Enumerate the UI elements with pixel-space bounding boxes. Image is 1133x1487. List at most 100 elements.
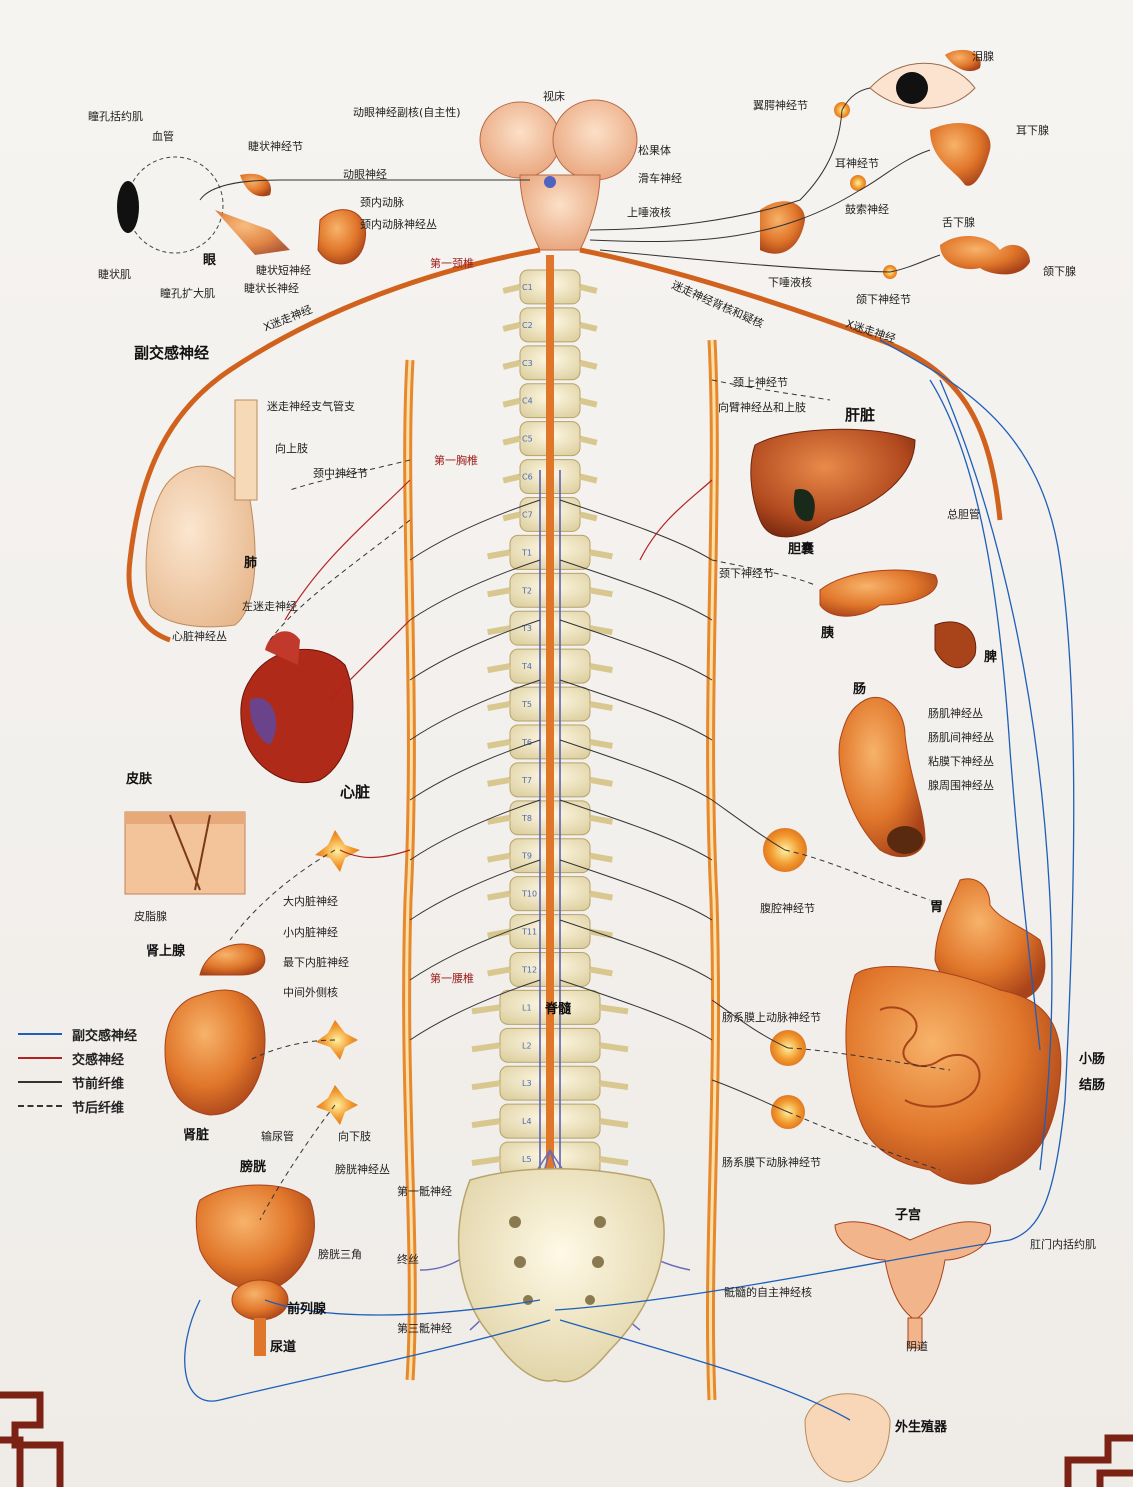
label-cardiac-plexus: 心脏神经丛 (172, 630, 227, 643)
label-short-ciliary: 睫状短神经 (256, 264, 311, 277)
parotid-gland (930, 122, 991, 186)
vertebra-label: T10 (521, 890, 537, 899)
vagus-nerve (126, 247, 1003, 643)
vertebra-label: C2 (522, 321, 533, 330)
vertebra-label: C1 (522, 283, 533, 292)
label-blood-vessel: 血管 (152, 130, 174, 143)
label-uterus: 子宫 (895, 1208, 922, 1223)
vertebra-process (487, 549, 613, 560)
label-adrenal: 肾上腺 (146, 944, 186, 959)
label-heart: 心脏 (340, 783, 371, 801)
vertebra-label: L5 (522, 1155, 532, 1164)
label-first-thoracic: 第一胸椎 (434, 454, 478, 467)
vertebra-process (487, 701, 613, 711)
vertebra-process (471, 1004, 629, 1015)
label-to-upper-limb: 向上肢 (275, 442, 308, 455)
vertebra-process (471, 1156, 629, 1167)
label-pineal: 松果体 (638, 144, 671, 157)
label-intestine: 肠 (853, 682, 867, 697)
legend-label: 交感神经 (72, 1053, 125, 1068)
vertebra-process (487, 966, 613, 977)
label-lacrimal: 泪腺 (972, 50, 994, 63)
spleen-organ (934, 621, 977, 669)
label-ciliary-ganglion: 睫状神经节 (248, 140, 303, 153)
label-spleen: 脾 (984, 650, 998, 665)
vertebra-process (502, 511, 598, 522)
vertebra-label: C7 (522, 510, 533, 519)
decorative-corner-right (1064, 1434, 1133, 1487)
vertebra-label: C6 (522, 473, 533, 482)
vertebra-label: L4 (522, 1117, 532, 1126)
vertebra-process (487, 814, 613, 825)
left-prevertebral-ganglia (315, 830, 360, 1125)
label-celiac-ganglion: 腹腔神经节 (760, 902, 815, 915)
sympathetic-trunk-right (705, 339, 721, 1401)
label-stomach: 胃 (930, 900, 944, 915)
label-gallbladder: 胆囊 (788, 542, 815, 557)
vertebra-label: L2 (522, 1041, 532, 1050)
label-to-lower-limb: 向下肢 (338, 1130, 371, 1143)
liver-organ (750, 428, 916, 538)
label-filum-terminale: 终丝 (397, 1253, 419, 1266)
vertebra-label: T2 (521, 586, 532, 595)
stomach-intestines (845, 878, 1062, 1185)
label-lesser-splanchnic: 小内脏神经 (283, 926, 338, 939)
label-superior-salivary: 上唾液核 (627, 206, 671, 219)
parasympathetic-fibers (184, 339, 1075, 1421)
label-pupil-dilator: 瞳孔扩大肌 (160, 287, 215, 300)
label-brachial: 向臂神经丛和上肢 (718, 401, 806, 414)
label-pancreas: 胰 (821, 626, 835, 641)
sacrum (457, 1168, 665, 1383)
label-submandibular: 颌下腺 (1043, 265, 1076, 278)
label-sacral-autonomic: 骶髓的自主神经核 (724, 1286, 812, 1299)
spinal-column: C1C2C3C4C5C6C7T1T2T3T4T5T6T7T8T9T10T11T1… (471, 269, 629, 1177)
right-prevertebral-ganglia (763, 828, 807, 1129)
label-pupil-sphincter: 瞳孔括约肌 (88, 110, 143, 123)
label-oculomotor-nerve: 动眼神经 (343, 168, 387, 181)
label-ureter: 输尿管 (261, 1130, 294, 1143)
label-submucosal: 粘膜下神经丛 (928, 755, 994, 768)
vertebra-process (487, 890, 613, 901)
vertebra-label: T3 (521, 624, 532, 633)
label-eye: 眼 (203, 253, 217, 268)
label-lung: 肺 (244, 556, 258, 571)
label-sublingual: 舌下腺 (942, 216, 975, 229)
vertebra-label: T6 (521, 738, 532, 747)
label-superior-cervical: 颈上神经节 (733, 376, 788, 389)
intestine-segment (838, 697, 926, 858)
legend-label: 节后纤维 (72, 1101, 125, 1116)
label-carotid-plexus: 颈内动脉神经丛 (360, 218, 437, 231)
vertebra-label: L3 (522, 1079, 532, 1088)
vertebra-process (502, 397, 598, 408)
vertebra-label: T12 (521, 965, 537, 974)
label-periglandular: 腺周围神经丛 (928, 779, 994, 792)
legend-item-preganglionic: 节前纤维 (18, 1070, 178, 1094)
label-anal-sphincter: 肛门内括约肌 (1030, 1238, 1096, 1251)
vertebra-process (487, 587, 613, 598)
label-bronchial: 迷走神经支气管支 (267, 400, 355, 413)
vertebra-process (471, 1042, 629, 1053)
label-parasympathetic: 副交感神经 (134, 344, 210, 362)
label-trochlear: 滑车神经 (638, 172, 682, 185)
vertebra-process (502, 473, 598, 484)
vertebra-label: C4 (522, 397, 533, 406)
vertebra-process (502, 321, 598, 332)
vertebra-label: L1 (522, 1003, 532, 1012)
label-bladder-plexus: 膀胱神经丛 (335, 1163, 390, 1176)
vertebra-label: T4 (521, 662, 532, 671)
label-third-sacral: 第三骶神经 (397, 1322, 452, 1335)
vertebra-process (487, 776, 613, 787)
decorative-corner-left (0, 1391, 64, 1487)
label-superior-mesenteric: 肠系膜上动脉神经节 (722, 1011, 821, 1024)
label-kidney: 肾脏 (183, 1128, 210, 1143)
vertebra-process (471, 1118, 629, 1129)
label-bile-duct: 总胆管 (947, 508, 980, 521)
label-submandibular-ganglion: 颌下神经节 (856, 293, 911, 306)
label-pterygopalatine: 翼腭神经节 (753, 99, 808, 112)
external-genitalia (804, 1393, 891, 1483)
label-accessory-nucleus: 动眼神经副核(自主性) (353, 106, 461, 119)
label-first-lumbar: 第一腰椎 (430, 972, 474, 985)
vertebra-label: C5 (522, 435, 533, 444)
label-ciliary-muscle: 睫状肌 (98, 268, 131, 281)
lung-organ (145, 399, 258, 628)
